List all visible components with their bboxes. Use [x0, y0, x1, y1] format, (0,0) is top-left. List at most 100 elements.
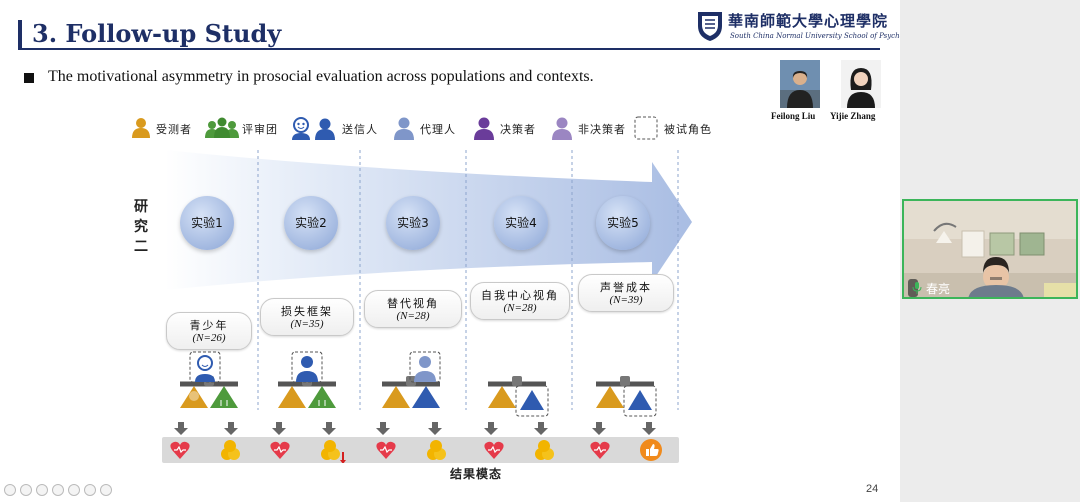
experiment-2-node: 实验2	[284, 196, 338, 250]
person-icon	[132, 118, 150, 138]
slide-page-number: 24	[866, 483, 879, 495]
video-feed	[904, 201, 1076, 297]
legend-item-agent: 代理人	[392, 116, 455, 140]
next-slide-button[interactable]	[20, 484, 32, 496]
condition-name: 损失框架	[281, 305, 333, 318]
study-label-char: 研	[134, 199, 148, 215]
experiment-label: 实验1	[191, 216, 223, 230]
experiment-label: 实验3	[397, 216, 429, 230]
bullet-square-icon	[24, 73, 34, 83]
participant-name-tag: 春亮	[908, 279, 950, 297]
zoom-button[interactable]	[68, 484, 80, 496]
legend-label: 评审团	[242, 123, 278, 136]
agent-icon	[394, 117, 414, 140]
study-label-char: 究	[134, 219, 148, 235]
microphone-icon	[912, 282, 922, 294]
scale-2	[278, 376, 336, 408]
heart-icon	[484, 441, 504, 459]
condition-box-1: 青少年 (N=26)	[166, 312, 252, 350]
participant-name: 春亮	[926, 282, 951, 296]
condition-sample-size: (N=35)	[290, 318, 324, 330]
messenger-figure-1	[189, 351, 221, 383]
condition-sample-size: (N=26)	[192, 332, 226, 344]
heart-icon	[270, 441, 290, 459]
legend-item-nondecider: 非决策者	[550, 116, 625, 140]
messenger-figure-2	[291, 351, 323, 383]
condition-box-5: 声誉成本 (N=39)	[578, 274, 674, 312]
experiment-1-node: 实验1	[180, 196, 234, 250]
condition-name: 替代视角	[387, 297, 439, 310]
subtitles-button[interactable]	[84, 484, 96, 496]
logo-chinese-text: 華南師範大學心理學院	[728, 12, 889, 30]
section-dividers	[257, 150, 679, 410]
thumbs-up-icon	[640, 439, 662, 461]
messenger-icon	[292, 117, 335, 140]
heart-icon	[376, 441, 396, 459]
legend-label: 送信人	[342, 123, 378, 136]
legend-item-jury: 评审团	[204, 116, 277, 140]
scale-3	[382, 376, 440, 408]
author-name-1: Feilong Liu	[771, 111, 816, 121]
experiment-3-node: 实验3	[386, 196, 440, 250]
experiment-label: 实验4	[505, 216, 537, 230]
outcome-icons	[170, 439, 662, 464]
agent-figure-3	[409, 351, 441, 383]
timeline-arrow-diagram	[165, 150, 692, 435]
condition-sample-size: (N=28)	[396, 310, 430, 322]
coins-icon	[221, 440, 240, 460]
bullet-text: The motivational asymmetry in prosocial …	[48, 68, 594, 85]
scales	[180, 376, 657, 417]
condition-sample-size: (N=28)	[503, 302, 537, 314]
slides-grid-button[interactable]	[52, 484, 64, 496]
scale-5	[596, 376, 657, 417]
crest-icon	[698, 12, 722, 41]
role-figures	[189, 351, 441, 383]
presentation-slide: 3. Follow-up Study 華南師範大學心理學院 South Chin…	[0, 0, 900, 502]
condition-box-2: 损失框架 (N=35)	[260, 298, 354, 336]
legend-item-messenger: 送信人	[290, 116, 377, 140]
slide-title: 3. Follow-up Study	[32, 19, 282, 48]
legend-item-participant-role: 被试角色	[634, 116, 711, 140]
university-logo: 華南師範大學心理學院 South China Normal University…	[696, 8, 900, 46]
condition-name: 声誉成本	[600, 281, 652, 294]
group-icon	[205, 117, 239, 138]
legend-label: 决策者	[500, 123, 536, 136]
author-photo-1	[780, 60, 820, 108]
outcome-modality-bar	[162, 437, 679, 464]
experiment-4-node: 实验4	[494, 196, 548, 250]
dashed-box-icon	[634, 116, 658, 140]
pen-tool-button[interactable]	[36, 484, 48, 496]
arrows-down	[174, 422, 656, 435]
legend-item-decider: 决策者	[472, 116, 535, 140]
outcome-modality-label: 结果模态	[450, 467, 503, 481]
legend-label: 代理人	[420, 123, 456, 136]
logo-english-text: South China Normal University School of …	[730, 32, 900, 40]
legend-label: 被试角色	[664, 123, 712, 136]
condition-name: 自我中心视角	[481, 289, 559, 302]
heart-icon	[170, 441, 190, 459]
condition-name: 青少年	[189, 319, 229, 332]
coins-icon	[535, 440, 554, 460]
legend-label: 非决策者	[578, 123, 626, 136]
condition-box-4: 自我中心视角 (N=28)	[470, 282, 570, 320]
decider-icon	[474, 117, 494, 140]
legend-item-subject: 受测者	[130, 116, 191, 140]
experiment-label: 实验5	[607, 216, 639, 230]
scale-4	[488, 376, 549, 417]
title-accent-bar	[18, 20, 22, 48]
experiment-5-node: 实验5	[596, 196, 650, 250]
condition-box-3: 替代视角 (N=28)	[364, 290, 462, 328]
coins-icon	[427, 440, 446, 460]
participant-video-tile[interactable]: 春亮	[902, 199, 1078, 299]
previous-slide-button[interactable]	[4, 484, 16, 496]
heart-icon	[590, 441, 610, 459]
author-photo-2	[841, 60, 881, 108]
nondecider-icon	[552, 117, 572, 140]
experiment-label: 实验2	[295, 216, 327, 230]
author-portrait-icon	[780, 60, 820, 108]
legend-label: 受测者	[156, 123, 192, 136]
more-options-button[interactable]	[100, 484, 112, 496]
coins-down-icon	[321, 440, 346, 464]
condition-sample-size: (N=39)	[609, 294, 643, 306]
